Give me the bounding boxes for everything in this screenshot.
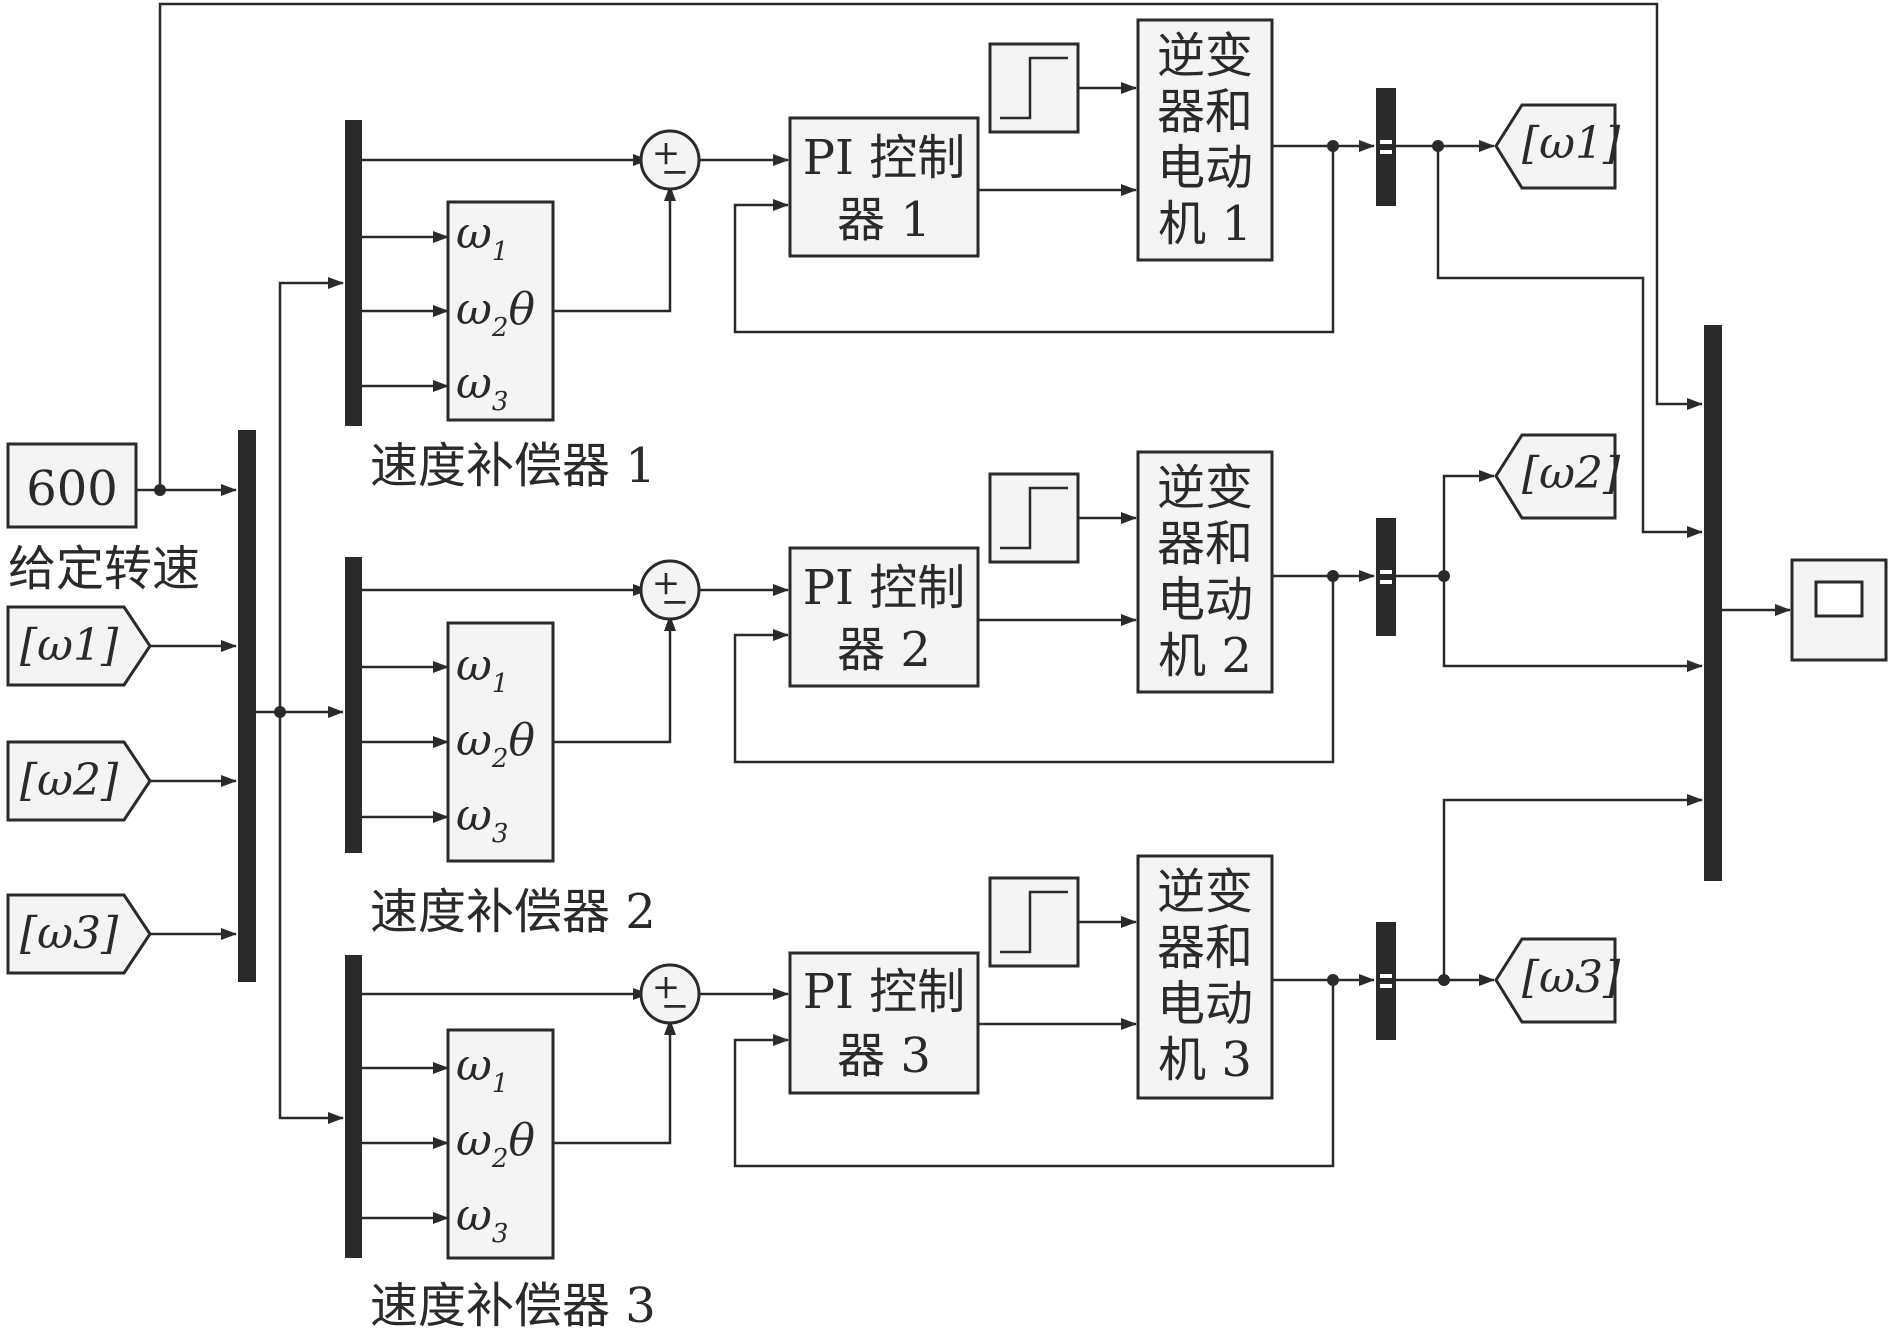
- port-w2theta-label: ω2θ: [456, 284, 535, 343]
- wire-w2-to-scope-mux: [1442, 576, 1703, 672]
- compensator-2-label: 速度补偿器 2: [370, 884, 656, 940]
- inverter-motor-2[interactable]: 逆变 器和 电动 机 2: [1136, 450, 1274, 694]
- port-w3-label: ω3: [456, 1190, 508, 1249]
- svg-text:器 3: 器 3: [837, 1028, 931, 1084]
- svg-text:+: +: [652, 967, 681, 1007]
- svg-text:600: 600: [26, 461, 118, 517]
- input-mux[interactable]: [238, 430, 256, 982]
- svg-text:PI 控制: PI 控制: [803, 964, 966, 1020]
- svg-text:器和: 器和: [1157, 920, 1253, 976]
- sum-block-2[interactable]: + −: [639, 559, 701, 622]
- inverter-motor-3[interactable]: 逆变 器和 电动 机 3: [1136, 854, 1274, 1100]
- svg-text:−: −: [661, 582, 690, 622]
- wire-w1-to-scope-mux: [1436, 146, 1703, 538]
- goto-tag-w2[interactable]: [ω2]: [1494, 433, 1621, 520]
- scope-icon[interactable]: [1790, 558, 1888, 662]
- channel-2: ω1 ω2θ ω3 速度补偿器 2 + − PI 控制 器 2 逆变 器和 电动: [345, 433, 1703, 940]
- wire-w3-to-scope-mux: [1442, 794, 1703, 980]
- svg-text:[ω3]: [ω3]: [1522, 952, 1621, 1003]
- pi-controller-1[interactable]: PI 控制 器 1: [788, 116, 980, 258]
- sum-block-3[interactable]: + −: [639, 963, 701, 1026]
- port-w2theta-label: ω2θ: [456, 1115, 535, 1174]
- svg-text:逆变: 逆变: [1157, 28, 1253, 84]
- svg-text:机 3: 机 3: [1158, 1032, 1252, 1088]
- selector-3[interactable]: [1376, 922, 1396, 1040]
- from-tag-w2[interactable]: [ω2]: [6, 740, 152, 822]
- wire-feedback-3: [733, 980, 1335, 1168]
- pi-controller-3[interactable]: PI 控制 器 3: [788, 951, 980, 1095]
- svg-text:逆变: 逆变: [1157, 460, 1253, 516]
- from-tag-w2-text: [ω2]: [20, 755, 119, 806]
- wire-setpoint-to-scope-mux: [158, 2, 1703, 490]
- wire-comp-to-sum-3: [553, 1019, 676, 1145]
- goto-tag-w3[interactable]: [ω3]: [1494, 937, 1621, 1024]
- inverter-motor-1[interactable]: 逆变 器和 电动 机 1: [1136, 18, 1274, 262]
- from-tag-w3-text: [ω3]: [20, 908, 119, 959]
- port-w3-label: ω3: [456, 790, 508, 849]
- channel-3: ω1 ω2θ ω3 速度补偿器 3 + − PI 控制 器 3 逆变 器和 电动: [345, 794, 1703, 1334]
- demux-1[interactable]: [345, 120, 362, 426]
- svg-text:电动: 电动: [1157, 572, 1253, 628]
- svg-text:PI 控制: PI 控制: [803, 130, 966, 186]
- svg-text:器和: 器和: [1157, 516, 1253, 572]
- scope-mux[interactable]: [1704, 325, 1722, 881]
- goto-tag-w1[interactable]: [ω1]: [1494, 103, 1621, 190]
- constant-block-label: 给定转速: [8, 541, 200, 597]
- port-w3-label: ω3: [456, 358, 508, 417]
- svg-text:器 1: 器 1: [837, 192, 931, 248]
- svg-text:[ω2]: [ω2]: [1522, 448, 1621, 499]
- demux-3[interactable]: [345, 955, 362, 1258]
- speed-compensator-2[interactable]: ω1 ω2θ ω3: [446, 621, 555, 863]
- compensator-3-label: 速度补偿器 3: [370, 1278, 656, 1334]
- svg-text:电动: 电动: [1157, 140, 1253, 196]
- svg-text:机 2: 机 2: [1158, 628, 1252, 684]
- step-block-3[interactable]: [988, 876, 1080, 968]
- selector-1[interactable]: [1376, 88, 1396, 206]
- constant-block-600[interactable]: 600: [6, 442, 138, 529]
- svg-text:器和: 器和: [1157, 84, 1253, 140]
- from-tag-w3[interactable]: [ω3]: [6, 893, 152, 975]
- svg-text:[ω1]: [ω1]: [1522, 118, 1621, 169]
- svg-text:电动: 电动: [1157, 976, 1253, 1032]
- svg-text:−: −: [661, 986, 690, 1026]
- sum-block-1[interactable]: + −: [639, 129, 701, 192]
- step-block-2[interactable]: [988, 472, 1080, 564]
- speed-compensator-1[interactable]: ω1 ω2θ ω3: [446, 200, 555, 422]
- wire-comp-to-sum-1: [553, 185, 676, 313]
- svg-text:+: +: [652, 133, 681, 173]
- svg-text:PI 控制: PI 控制: [803, 560, 966, 616]
- channel-1: ω1 ω2θ ω3 速度补偿器 1 + − PI 控制 器 1 逆变 器和 电动: [345, 18, 1703, 538]
- svg-text:+: +: [652, 563, 681, 603]
- svg-text:机 1: 机 1: [1158, 196, 1252, 252]
- wire-feedback-1: [733, 146, 1335, 334]
- port-w1-label: ω1: [456, 208, 508, 267]
- demux-2[interactable]: [345, 557, 362, 853]
- svg-text:−: −: [661, 152, 690, 192]
- step-block-1[interactable]: [988, 42, 1080, 134]
- speed-compensator-3[interactable]: ω1 ω2θ ω3: [446, 1028, 555, 1260]
- svg-text:器 2: 器 2: [837, 622, 931, 678]
- port-w1-label: ω1: [456, 1040, 508, 1099]
- svg-text:逆变: 逆变: [1157, 864, 1253, 920]
- compensator-1-label: 速度补偿器 1: [370, 438, 656, 494]
- wire-comp-to-sum-2: [553, 615, 676, 744]
- wire-to-compensator-1: [278, 277, 344, 712]
- from-tag-w1-text: [ω1]: [20, 620, 119, 671]
- wire-feedback-2: [733, 576, 1335, 764]
- selector-2[interactable]: [1376, 518, 1396, 636]
- from-tag-w1[interactable]: [ω1]: [6, 605, 152, 687]
- wire-sel-to-goto-2: [1442, 470, 1495, 576]
- wire-to-compensator-3: [278, 712, 344, 1124]
- pi-controller-2[interactable]: PI 控制 器 2: [788, 546, 980, 688]
- port-w1-label: ω1: [456, 640, 508, 699]
- port-w2theta-label: ω2θ: [456, 715, 535, 774]
